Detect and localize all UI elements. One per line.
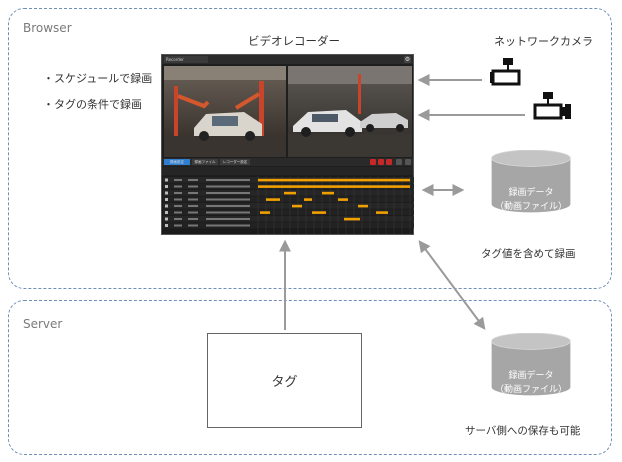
row-text [174,224,182,227]
row-text [174,218,182,220]
grid-row [163,222,414,229]
grid-row [163,203,414,209]
grid-row [163,196,414,203]
browser-db-caption: タグ値を含めて録画 [481,248,576,260]
timeline-bar [258,185,410,188]
row-text [188,198,198,201]
row-text [188,185,198,188]
timeline-bar [258,178,410,182]
row-text [206,224,250,227]
tab-recording-settings[interactable]: 録画設定 [164,159,190,165]
row-text [206,205,250,207]
row-text [206,211,250,214]
row-checkbox [165,191,168,195]
stop-record-button[interactable] [386,159,392,165]
timeline-bar [312,211,326,214]
row-text [174,205,182,207]
timeline-header [162,167,413,180]
tag-box: タグ [207,333,362,428]
database-cylinder-icon [491,150,571,213]
row-checkbox [165,211,168,214]
grid-row [163,209,414,216]
recorder-app-tab[interactable]: Recorder [164,56,208,63]
row-checkbox [165,178,168,182]
row-text [188,224,198,227]
row-text [174,179,182,181]
timeline-bar [344,217,360,221]
schedule-grid [162,176,414,234]
timeline-bar [260,211,270,214]
security-camera-icon [490,58,521,86]
camera-view-2 [288,66,412,157]
row-checkbox [165,198,168,201]
gear-icon[interactable]: ⚙ [404,56,411,63]
factory-image-2 [288,66,412,157]
factory-image-1 [164,66,286,157]
server-region [8,300,612,455]
tab-recorder-settings[interactable]: レコーダー設定 [220,159,250,165]
recorder-title: ビデオレコーダー [248,34,340,48]
record-all-button[interactable] [378,159,384,165]
prev-button[interactable] [396,159,402,165]
server-region-label: Server [23,317,63,331]
tab-recording-files[interactable]: 録画ファイル [192,159,218,165]
row-text [188,205,198,207]
row-text [174,211,182,214]
timeline-bar [338,198,348,201]
grid-row [163,216,414,222]
row-text [188,192,198,194]
timeline-bar [266,198,280,201]
camera-view-1 [164,66,286,157]
row-text [206,179,250,181]
row-text [188,218,198,220]
row-checkbox [165,204,168,208]
video-recorder-window: Recorder ⚙ [161,54,414,235]
row-text [206,198,250,201]
browser-db-line1: 録画データ [508,188,554,198]
timeline-bar [376,211,388,214]
row-checkbox [165,224,168,227]
timeline-bar [304,198,312,201]
row-text [174,185,182,188]
database-cylinder-icon [491,333,571,396]
server-db-line1: 録画データ [508,371,554,381]
recorder-tabs-bar: 録画設定 録画ファイル レコーダー設定 [162,158,413,166]
row-text [174,198,182,201]
network-camera-label: ネットワークカメラ [494,35,593,48]
next-button[interactable] [405,159,411,165]
server-db-caption: サーバ側への保存も可能 [465,425,581,437]
tag-label: タグ [271,375,298,390]
row-checkbox [165,185,168,188]
row-text [188,211,198,214]
browser-region-label: Browser [23,21,72,35]
row-text [206,185,250,188]
timeline-bar [284,191,296,195]
schedule-grid-svg [163,176,414,234]
timeline-bar [292,204,302,208]
recorder-titlebar: Recorder ⚙ [162,55,413,64]
browser-db-line2: （動画ファイル） [494,202,567,212]
timeline-bar [322,191,334,195]
row-text [174,192,182,194]
row-text [206,192,250,194]
row-text [206,218,250,220]
security-camera-icon [533,92,571,120]
row-checkbox [165,217,168,221]
row-text [188,179,198,181]
browser-region [8,8,612,289]
feature-tag-condition: ・タグの条件で録画 [43,98,142,111]
timeline-bar [358,204,368,208]
feature-schedule: ・スケジュールで録画 [43,72,153,85]
record-button[interactable] [370,159,376,165]
server-db-line2: （動画ファイル） [494,385,567,395]
